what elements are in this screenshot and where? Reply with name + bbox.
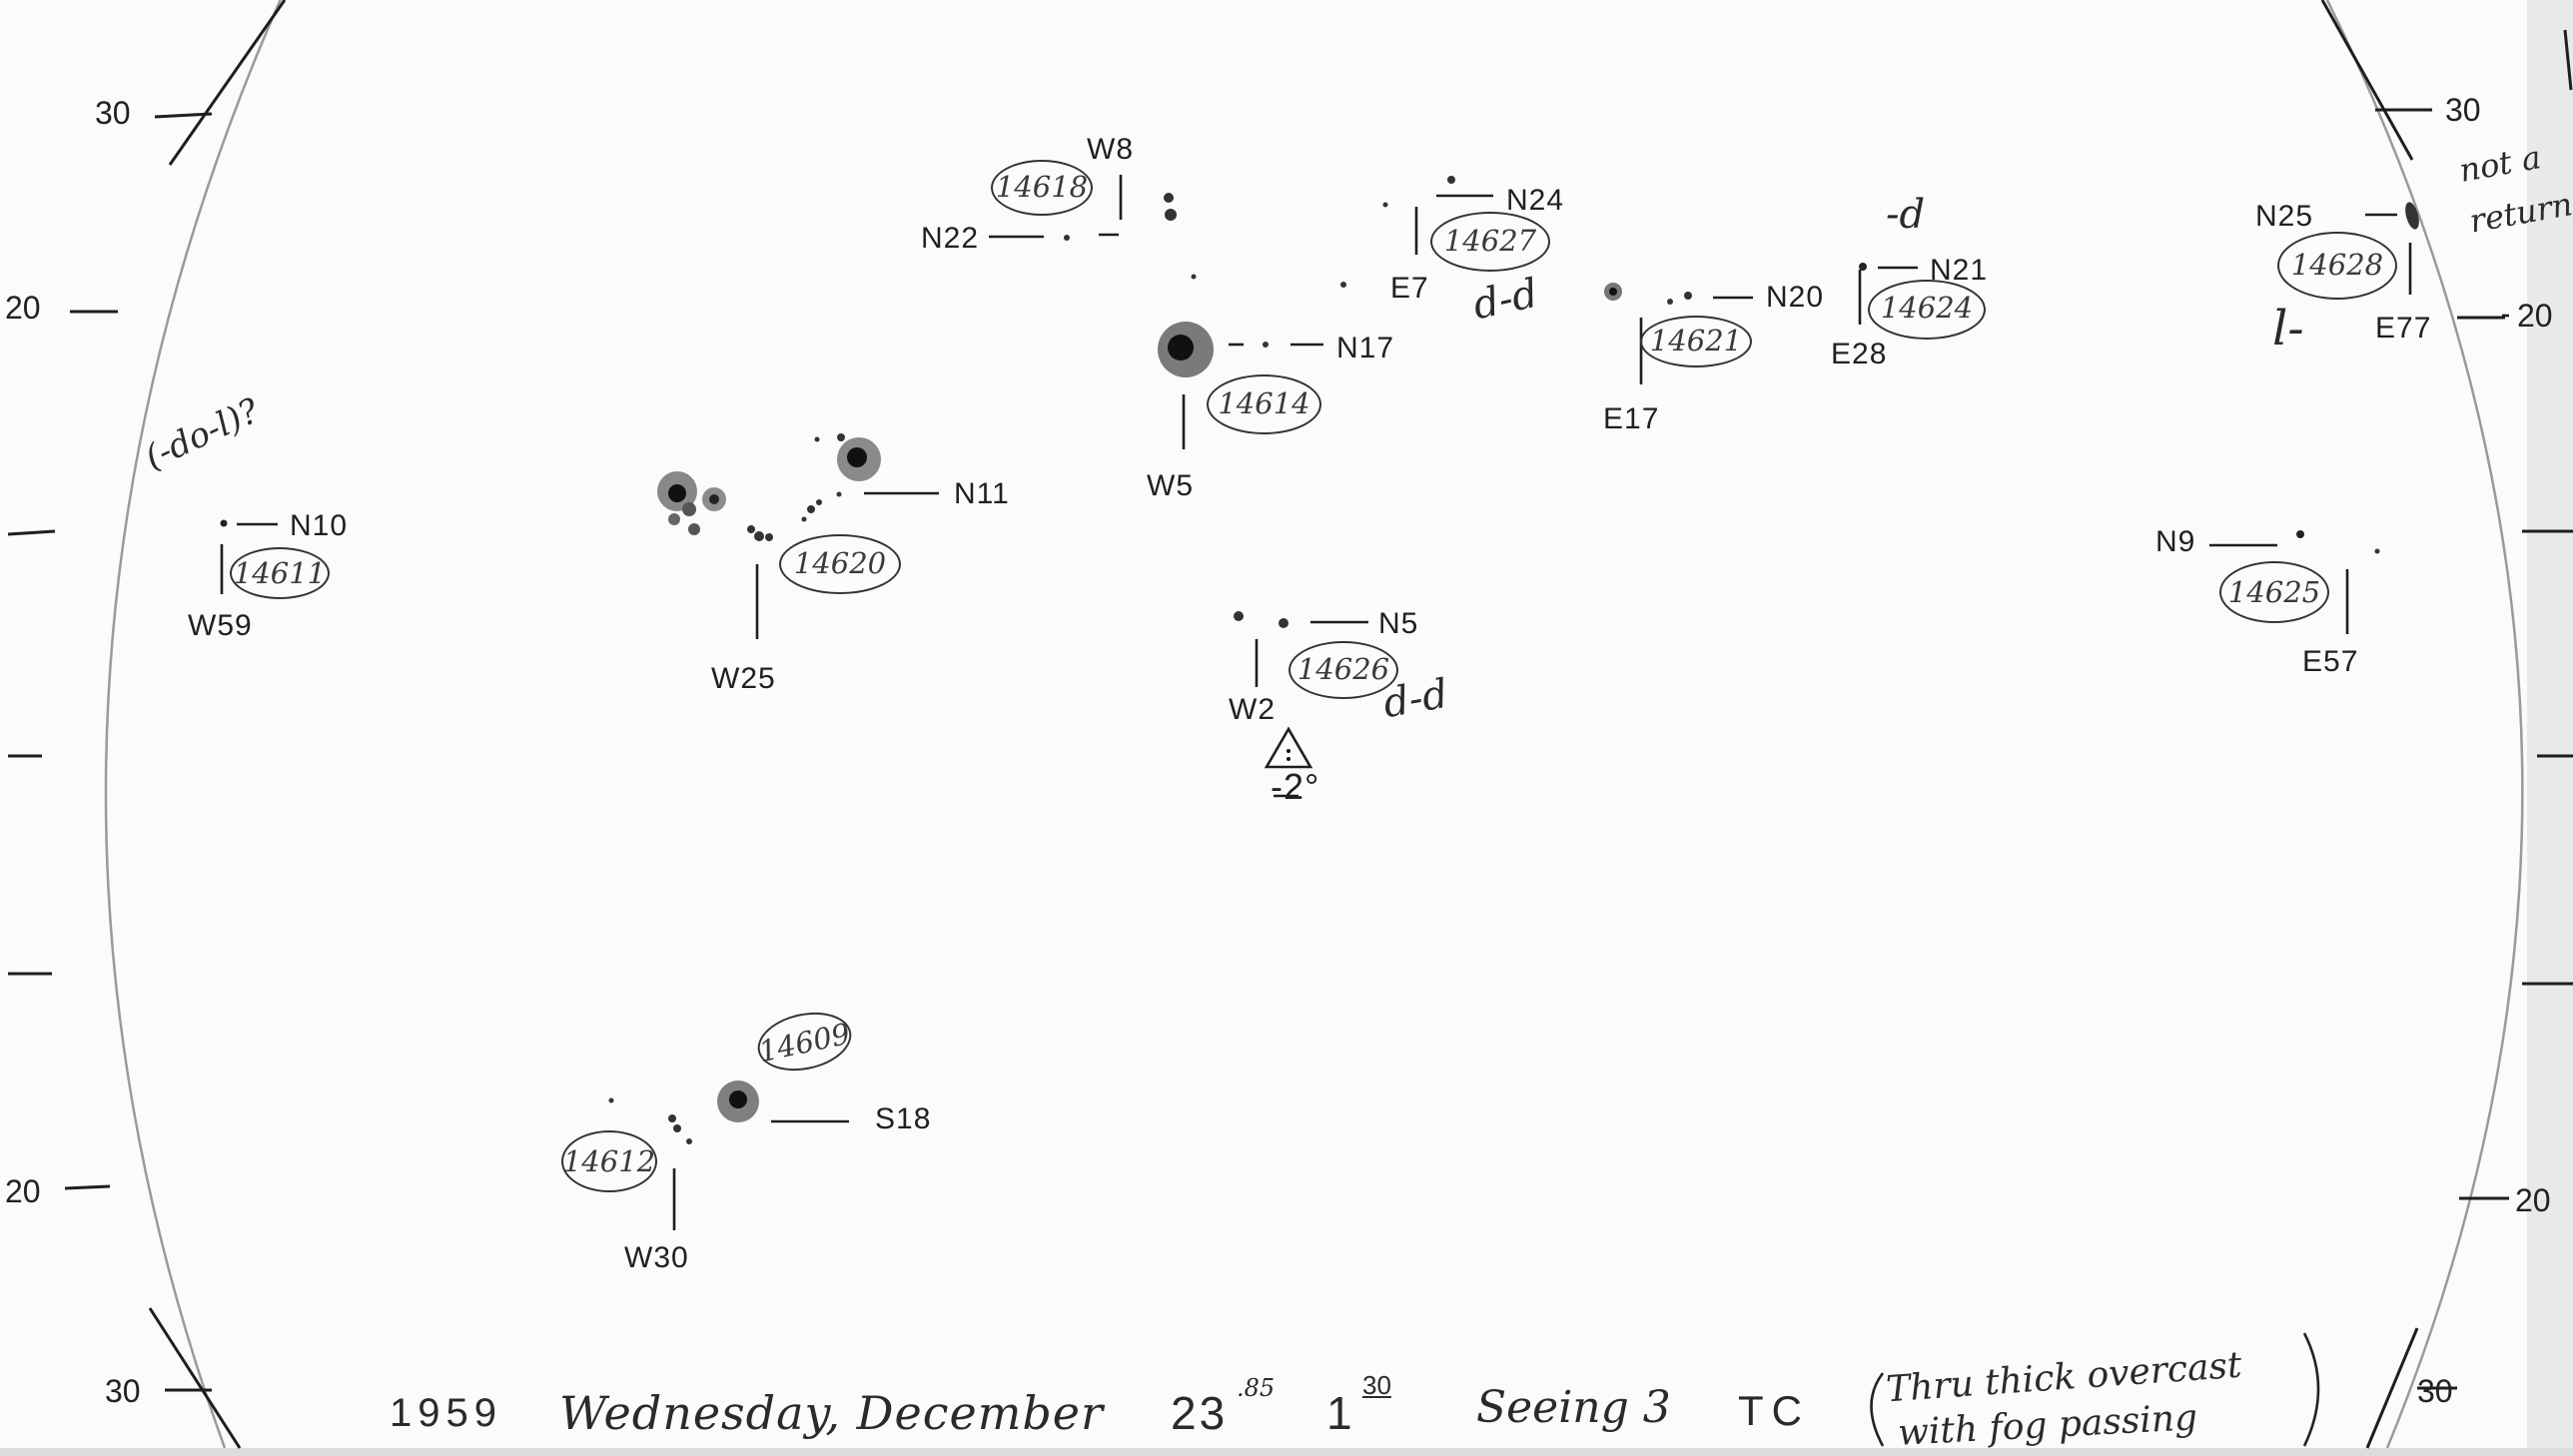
region-14618-number: 14618 [995, 170, 1089, 204]
grid-label-left-bottom-30: 30 [105, 1373, 141, 1409]
region-14627-ellipse [1430, 212, 1550, 272]
region-14625-number: 14625 [2227, 575, 2321, 609]
grid-label-left-bottom-20: 20 [5, 1173, 41, 1209]
region-14614-ellipse [1207, 374, 1321, 434]
region-14611-ellipse [230, 547, 330, 599]
region-14626-lat: N5 [1378, 607, 1419, 640]
region-14627-lat: N24 [1506, 184, 1565, 217]
solar-limb-right [2325, 0, 2524, 1449]
region-14621-lat: N20 [1766, 281, 1825, 314]
region-14628-note: l- [2272, 301, 2304, 357]
grid-label-right-bottom-30: 30 [2417, 1373, 2453, 1409]
region-14614-lon: W5 [1147, 469, 1194, 502]
footer-date: 23 [1171, 1387, 1229, 1439]
region-14627-lon: E7 [1390, 272, 1429, 305]
region-14628-lat: N25 [2255, 200, 2314, 233]
region-14614-lat: N17 [1336, 332, 1395, 364]
solar-limb-left [104, 0, 283, 1449]
region-14628-ellipse [2277, 232, 2397, 300]
region-14624-note: -d [1886, 192, 1926, 238]
region-14611-number: 14611 [233, 556, 327, 590]
leader-lines [220, 175, 2509, 1230]
region-14618-lon: W8 [1087, 133, 1134, 166]
footer-day: Wednesday, December [559, 1386, 1105, 1440]
region-14626-marker: -2° [1271, 766, 1320, 807]
grid-label-right-top-20: 20 [2517, 298, 2553, 334]
region-14612-ellipse [561, 1130, 657, 1192]
region-14609-lat: S18 [875, 1102, 932, 1135]
paper-edge-shadow [2527, 0, 2573, 1456]
region-14612-number: 14612 [562, 1144, 656, 1178]
region-14620-number: 14620 [793, 546, 887, 580]
region-14621-ellipse [1640, 316, 1752, 367]
region-14624-number: 14624 [1880, 291, 1974, 325]
region-14625-lon: E57 [2302, 645, 2359, 678]
region-14626-note: d-d [1379, 670, 1452, 728]
footer-time: 1 [1326, 1387, 1352, 1439]
region-14628-lon: E77 [2375, 312, 2432, 345]
region-14621-number: 14621 [1649, 324, 1743, 358]
footer-bracket-right [2302, 1332, 2320, 1447]
region-14625-lat: N9 [2155, 525, 2196, 558]
region-14614-number: 14614 [1218, 386, 1310, 420]
region-14620-lon: W25 [711, 662, 776, 695]
grid-label-right-top-30: 30 [2445, 92, 2481, 128]
region-14626-lon: W2 [1229, 693, 1276, 726]
region-14618-ellipse [991, 160, 1093, 216]
region-14611-lat: N10 [290, 509, 349, 542]
region-14624-lon: E28 [1831, 338, 1888, 370]
region-14628-number: 14628 [2290, 248, 2384, 282]
region-14627-number: 14627 [1443, 224, 1537, 258]
region-14612-lon: W30 [624, 1241, 689, 1274]
triangle-marker [1264, 726, 1313, 769]
sunspots [220, 176, 2419, 1144]
grid-label-left-top-20: 20 [5, 290, 41, 326]
region-14626-ellipse [1288, 641, 1398, 699]
region-14620-lat: N11 [954, 477, 1010, 510]
grid-ticks [7, 0, 2573, 1449]
region-14625-ellipse [2219, 561, 2329, 623]
grid-label-left-top-30: 30 [95, 95, 131, 131]
region-14618-lat: N22 [921, 222, 980, 255]
footer-year: 1959 [390, 1391, 502, 1435]
region-14624-ellipse [1868, 280, 1986, 340]
footer-tc: TC [1738, 1387, 1810, 1434]
region-14626-number: 14626 [1296, 652, 1390, 686]
region-14611-lon: W59 [188, 609, 253, 642]
region-14621-lon: E17 [1603, 402, 1660, 435]
footer-date-sup: .85 [1237, 1374, 1276, 1402]
footer-seeing: Seeing 3 [1476, 1382, 1671, 1433]
footer-bracket-left [1870, 1372, 1885, 1447]
footer-time-sup: 30 [1362, 1370, 1391, 1400]
region-14620-ellipse [779, 534, 901, 594]
grid-label-right-bottom-20: 20 [2515, 1182, 2551, 1218]
paper-bottom-strip [0, 1448, 2573, 1456]
